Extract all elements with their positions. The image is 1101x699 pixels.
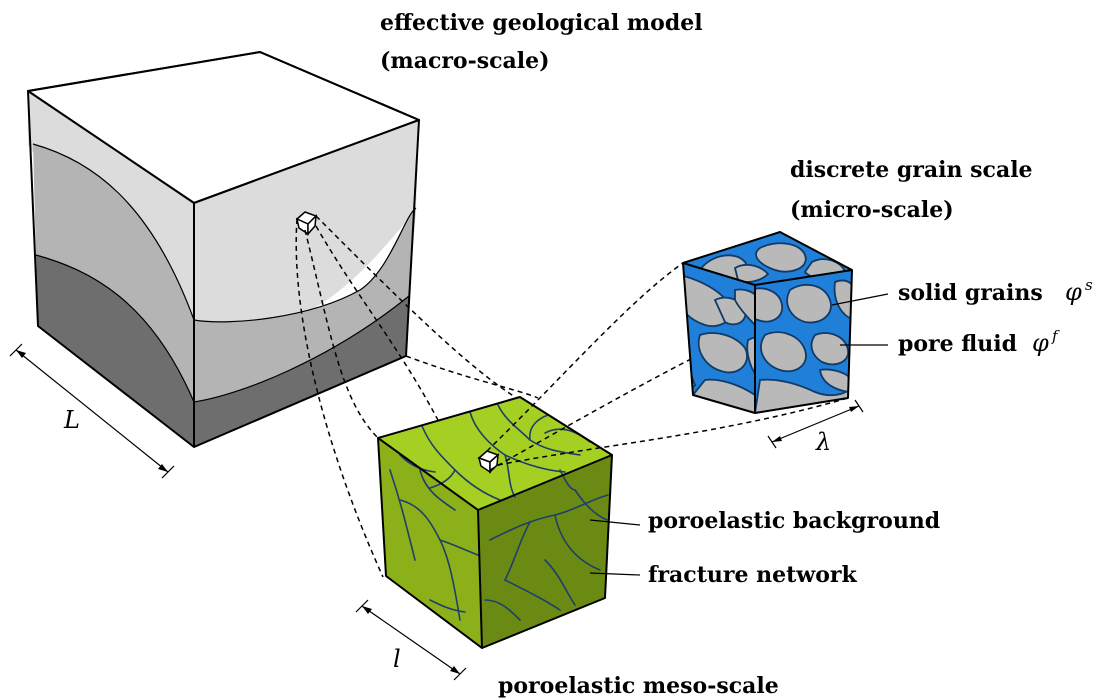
micro-length-symbol: λ <box>815 428 831 456</box>
micro-cube <box>682 231 853 414</box>
solid-grains-label: solid grains φ s <box>898 276 1093 306</box>
pore-fluid-phi: φ <box>1032 329 1049 357</box>
connector-meso-micro-1 <box>486 262 684 452</box>
meso-length-symbol: l <box>393 645 401 673</box>
leader-fracture-network <box>589 572 641 576</box>
leader-poroelastic-background <box>589 519 641 526</box>
micro-dimension <box>767 399 864 449</box>
macro-right-layer-mid <box>194 208 416 402</box>
connector-macro-meso-2 <box>304 229 379 439</box>
micro-title-line2: (micro-scale) <box>790 197 954 223</box>
connector-macro-meso-3 <box>315 225 479 511</box>
poroelastic-background-label: poroelastic background <box>648 508 940 534</box>
meso-dimension <box>355 599 467 681</box>
macro-dimension <box>9 343 175 479</box>
micro-title-line1: discrete grain scale <box>790 157 1033 183</box>
macro-left-layer-dark <box>36 255 194 447</box>
solid-grains-sup: s <box>1085 276 1093 294</box>
pore-fluid-text: pore fluid <box>898 331 1017 357</box>
fracture-network-label: fracture network <box>648 562 857 588</box>
macro-length-symbol: L <box>63 406 80 434</box>
solid-grains-text: solid grains <box>898 280 1043 306</box>
meso-small-cube <box>477 450 500 474</box>
macro-small-cube <box>295 211 318 236</box>
pore-fluid-label: pore fluid φ f <box>898 327 1060 357</box>
solid-grains-phi: φ <box>1065 278 1082 306</box>
macro-cube <box>27 51 420 448</box>
pore-fluid-sup: f <box>1051 327 1060 345</box>
leader-solid-grains <box>831 293 889 306</box>
macro-right-layer-dark <box>194 296 409 447</box>
macro-title-line2: (macro-scale) <box>380 48 550 74</box>
connector-macro-meso-1 <box>295 218 384 578</box>
macro-title-line1: effective geological model <box>380 10 703 36</box>
meso-title: poroelastic meso-scale <box>498 673 779 699</box>
meso-right-face <box>478 455 612 648</box>
connector-macro-meso-5 <box>405 355 539 399</box>
connector-meso-micro-2 <box>489 357 694 471</box>
meso-cube <box>377 396 613 649</box>
